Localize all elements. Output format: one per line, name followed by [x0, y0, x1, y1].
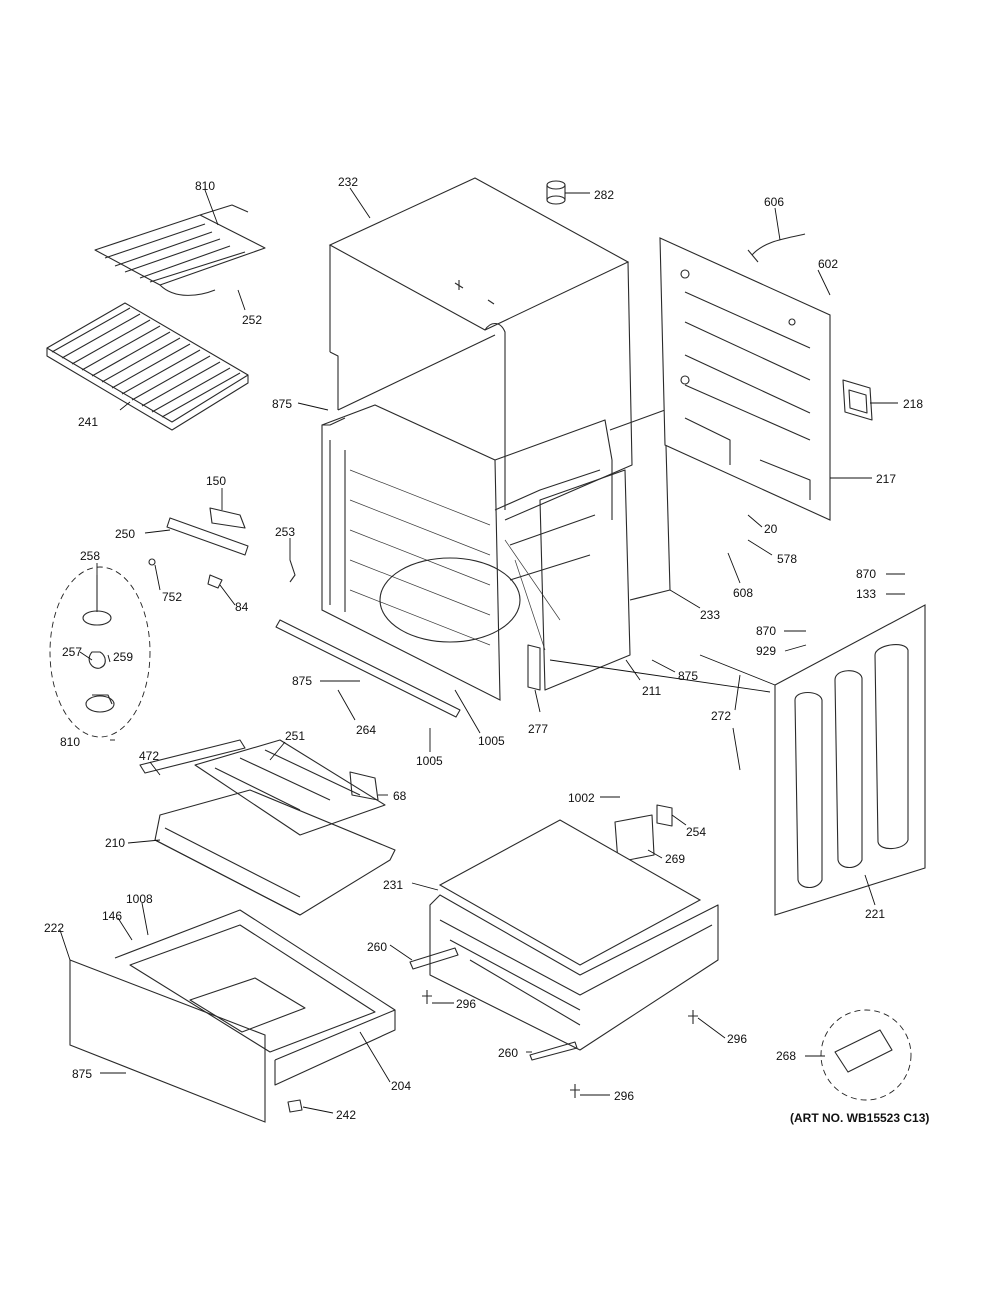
callout-296c: 296	[614, 1089, 634, 1103]
callout-752: 752	[162, 590, 182, 604]
rear-panel	[539, 409, 671, 691]
callout-222: 222	[44, 921, 64, 935]
leader-lines	[59, 187, 905, 1114]
callout-251: 251	[285, 729, 305, 743]
callout-272: 272	[711, 709, 731, 723]
detail-circle-258	[49, 566, 151, 738]
callout-1008: 1008	[126, 892, 153, 906]
callout-218: 218	[903, 397, 923, 411]
callout-602: 602	[818, 257, 838, 271]
callout-146: 146	[102, 909, 122, 923]
callout-875c: 875	[678, 669, 698, 683]
callout-labels: 810 232 282 606 602 252 218 241 875 217 …	[44, 175, 923, 1122]
callout-258: 258	[80, 549, 100, 563]
callout-282: 282	[594, 188, 614, 202]
callout-211: 211	[642, 684, 661, 698]
callout-260a: 260	[367, 940, 387, 954]
detail-circle-268	[820, 1009, 912, 1101]
rack-support-parts	[148, 507, 249, 589]
bracket-68	[349, 771, 379, 801]
callout-875d: 875	[72, 1067, 92, 1081]
top-cover	[328, 177, 633, 521]
callout-231: 231	[383, 878, 403, 892]
callout-810a: 810	[195, 179, 215, 193]
callout-253: 253	[275, 525, 295, 539]
wire-harness	[747, 233, 806, 263]
callout-260b: 260	[498, 1046, 518, 1060]
callout-257: 257	[62, 645, 82, 659]
bake-element	[94, 204, 266, 296]
callout-232: 232	[338, 175, 358, 189]
callout-875b: 875	[292, 674, 312, 688]
callout-810b: 810	[60, 735, 80, 749]
callout-296b: 296	[727, 1032, 747, 1046]
callout-929: 929	[756, 644, 776, 658]
callout-221: 221	[865, 907, 885, 921]
callout-150: 150	[206, 474, 226, 488]
bracket-269	[614, 804, 673, 863]
callout-210: 210	[105, 836, 125, 850]
oven-cavity	[321, 404, 613, 701]
callout-578: 578	[777, 552, 797, 566]
callout-242: 242	[336, 1108, 356, 1122]
art-number: (ART NO. WB15523 C13)	[790, 1111, 930, 1125]
callout-133: 133	[856, 587, 876, 601]
callout-268: 268	[776, 1049, 796, 1063]
callout-233: 233	[700, 608, 720, 622]
side-panel-right	[659, 237, 831, 521]
drawer-foot	[287, 1099, 303, 1113]
callout-84: 84	[235, 600, 249, 614]
assembly-line	[549, 659, 771, 693]
callout-269: 269	[665, 852, 685, 866]
callout-472: 472	[139, 749, 159, 763]
screws-296	[422, 990, 698, 1098]
callout-870a: 870	[856, 567, 876, 581]
rail-264	[275, 619, 461, 718]
callout-606: 606	[764, 195, 784, 209]
callout-217: 217	[876, 472, 896, 486]
callout-259: 259	[113, 650, 133, 664]
warming-drawer	[69, 909, 396, 1123]
clip-253	[289, 559, 296, 583]
callout-296a: 296	[456, 997, 476, 1011]
assembly-line-2	[699, 654, 776, 686]
drawer-frame	[429, 819, 719, 1051]
callout-1002: 1002	[568, 791, 595, 805]
broil-rack-assembly	[139, 739, 396, 916]
drawer-slides	[409, 947, 578, 1061]
callout-870b: 870	[756, 624, 776, 638]
bracket-277	[527, 644, 541, 691]
callout-254: 254	[686, 825, 706, 839]
vent-bracket	[842, 379, 873, 421]
callout-1005a: 1005	[478, 734, 505, 748]
side-panel-lower-right	[774, 604, 926, 916]
callout-1005b: 1005	[416, 754, 443, 768]
callout-241: 241	[78, 415, 98, 429]
callout-250: 250	[115, 527, 135, 541]
oven-rack	[46, 302, 249, 431]
callout-277: 277	[528, 722, 548, 736]
callout-875a: 875	[272, 397, 292, 411]
callout-264: 264	[356, 723, 376, 737]
callout-20: 20	[764, 522, 778, 536]
leveling-leg	[546, 180, 566, 205]
callout-204: 204	[391, 1079, 411, 1093]
callout-252: 252	[242, 313, 262, 327]
callout-608: 608	[733, 586, 753, 600]
callout-68: 68	[393, 789, 407, 803]
